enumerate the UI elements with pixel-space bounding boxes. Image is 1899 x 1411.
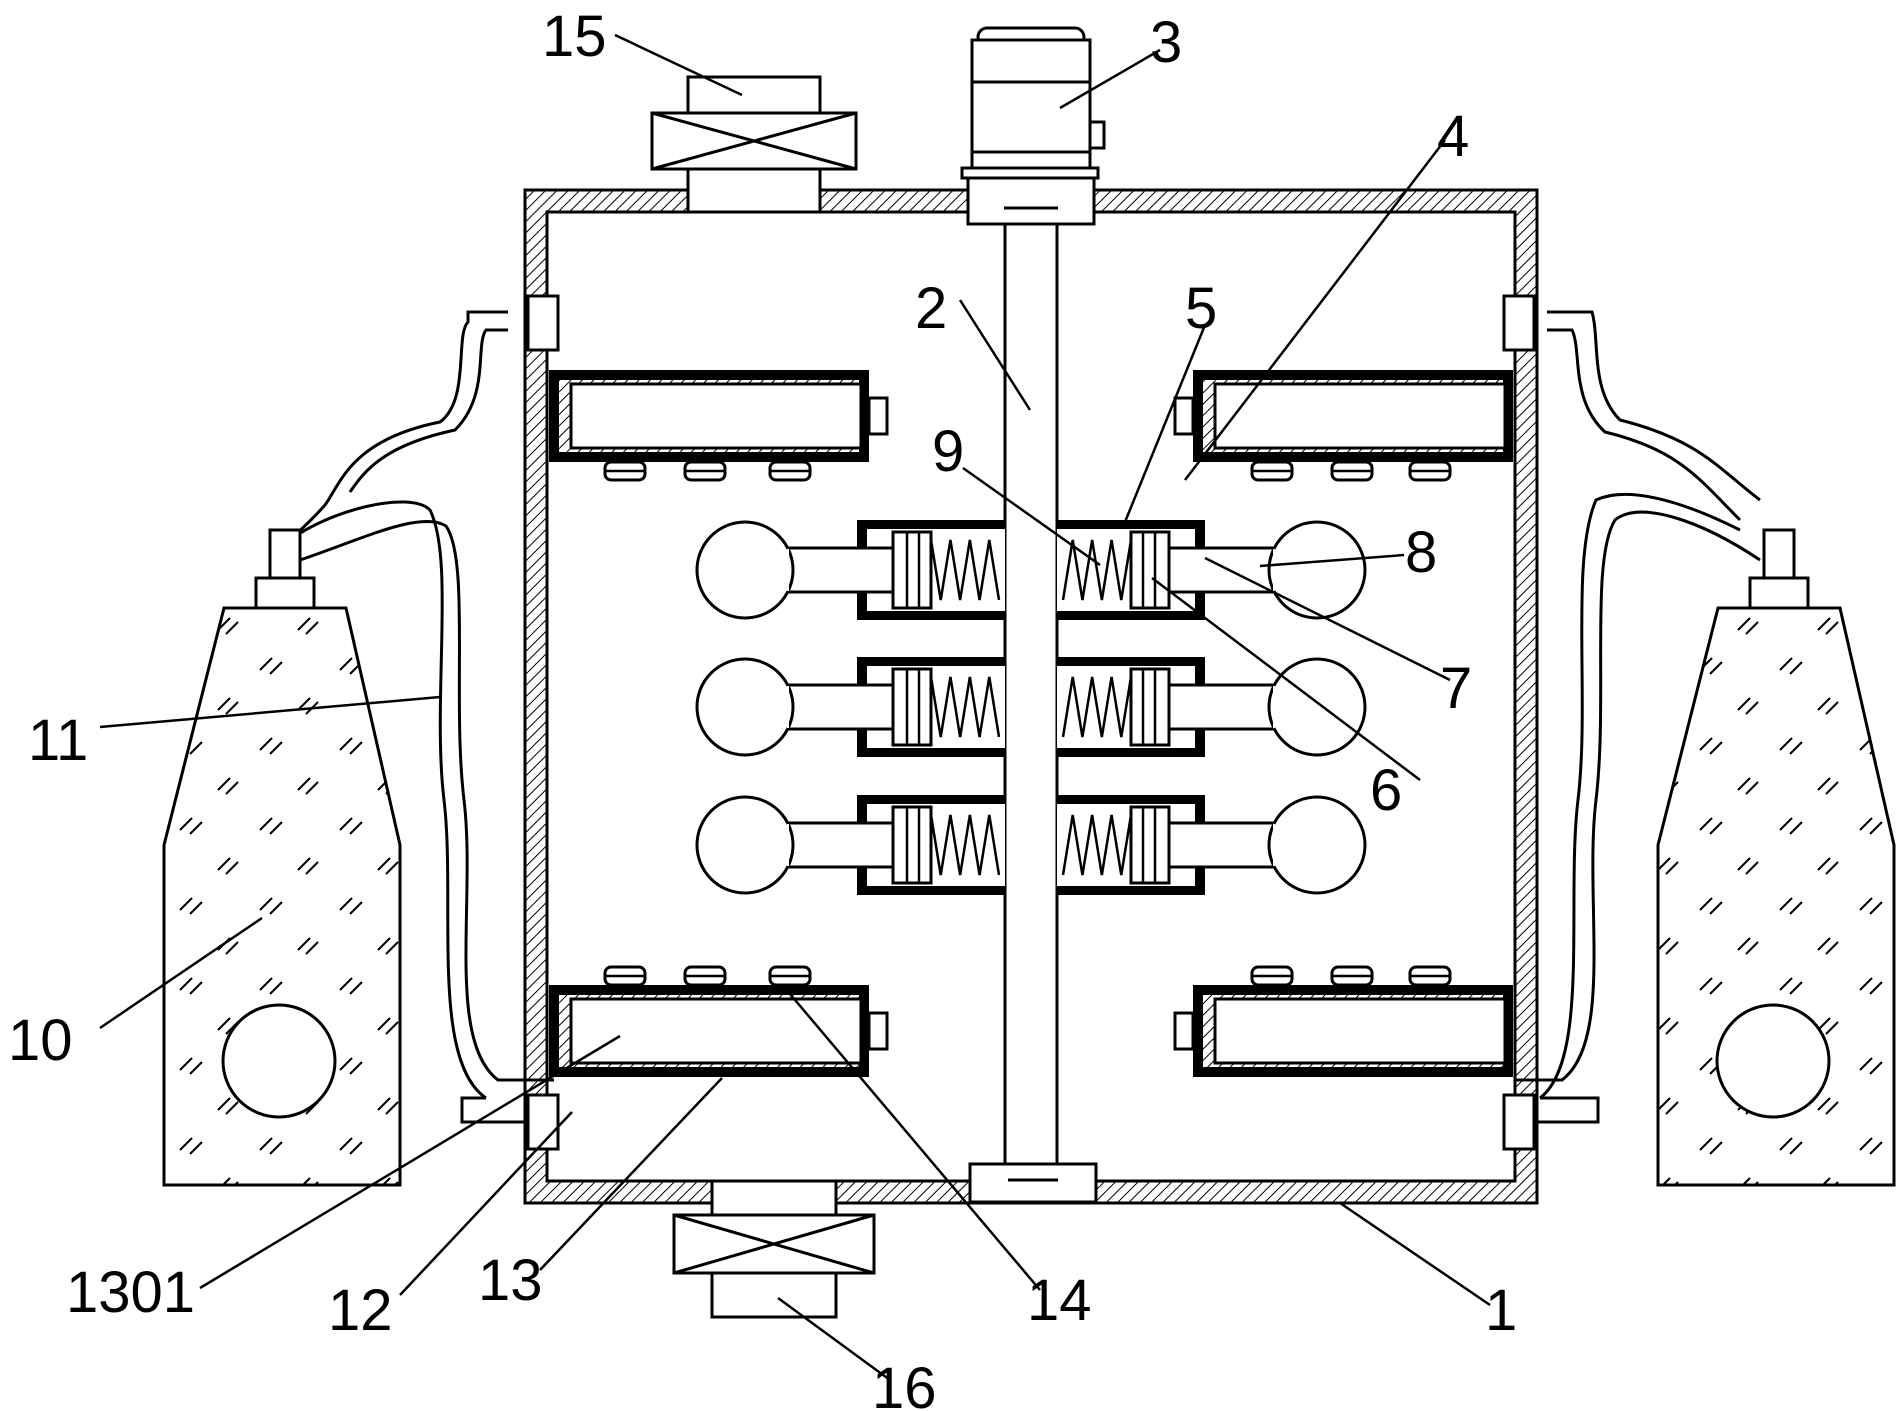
push-rod (1167, 821, 1283, 869)
header-body (1213, 382, 1507, 450)
nozzle-header (549, 965, 889, 1077)
piston (1129, 805, 1171, 885)
spring (929, 539, 1001, 601)
grinding-unit (1057, 795, 1367, 895)
label-14: 14 (1027, 1268, 1092, 1333)
grinding-ball (1267, 795, 1367, 895)
spring (1061, 539, 1133, 601)
label-15: 15 (542, 4, 607, 69)
grinding-unit (695, 795, 1005, 895)
label-3: 3 (1150, 10, 1182, 75)
grinding-ball (1267, 520, 1367, 620)
header-body (569, 997, 863, 1065)
end-cap (1173, 1011, 1195, 1051)
end-cap (867, 1011, 889, 1051)
push-rod (779, 546, 895, 594)
right-tank-assembly (1502, 294, 1896, 1187)
label-1: 1 (1485, 1278, 1517, 1343)
spring (929, 676, 1001, 738)
label-13: 13 (478, 1248, 543, 1313)
piston (891, 530, 933, 610)
ball-neck (1273, 686, 1275, 728)
piston (1129, 667, 1171, 747)
header-body (569, 382, 863, 450)
grinding-assemblies (695, 520, 1367, 895)
piston (891, 667, 933, 747)
piston (1129, 530, 1171, 610)
label-6: 6 (1370, 758, 1402, 823)
spring (1061, 676, 1133, 738)
push-rod (779, 683, 895, 731)
grinding-ball (1267, 657, 1367, 757)
inlet-valve (650, 75, 858, 214)
label-8: 8 (1405, 520, 1437, 585)
label-5: 5 (1185, 276, 1217, 341)
nozzle-header (1173, 965, 1513, 1077)
grinding-unit (695, 520, 1005, 620)
label-2: 2 (915, 276, 947, 341)
label-10: 10 (8, 1008, 73, 1073)
labels: 15 3 4 2 5 9 8 7 6 11 10 1301 12 13 14 1… (8, 4, 1517, 1411)
push-rod (1167, 546, 1283, 594)
label-4: 4 (1437, 104, 1469, 169)
ball-neck (1273, 549, 1275, 591)
ball-neck (787, 686, 789, 728)
piston (891, 805, 933, 885)
push-rod (1167, 683, 1283, 731)
spring (929, 814, 1001, 876)
nozzle-headers (549, 370, 1513, 1077)
ball-neck (1273, 824, 1275, 866)
label-1301: 1301 (66, 1260, 195, 1325)
label-11: 11 (28, 708, 88, 773)
ball-neck (787, 549, 789, 591)
label-16: 16 (872, 1356, 937, 1411)
ball-neck (787, 824, 789, 866)
label-7: 7 (1440, 656, 1472, 721)
spring (1061, 814, 1133, 876)
grinding-ball (695, 795, 795, 895)
grinding-ball (695, 520, 795, 620)
housing (523, 188, 1539, 1205)
end-cap (1173, 396, 1195, 436)
grinding-ball (695, 657, 795, 757)
nozzle-header (549, 370, 889, 482)
grinding-unit (1057, 520, 1367, 620)
outlet-valve (672, 1179, 876, 1319)
label-9: 9 (932, 419, 964, 484)
label-12: 12 (328, 1278, 393, 1343)
push-rod (779, 821, 895, 869)
motor (960, 26, 1106, 226)
nozzle-header (1173, 370, 1513, 482)
shaft (968, 222, 1098, 1204)
leader-lines (99, 33, 1491, 1382)
grinding-unit (695, 657, 1005, 757)
grinding-unit (1057, 657, 1367, 757)
header-body (1213, 997, 1507, 1065)
left-tank-assembly (162, 294, 560, 1187)
end-cap (867, 396, 889, 436)
